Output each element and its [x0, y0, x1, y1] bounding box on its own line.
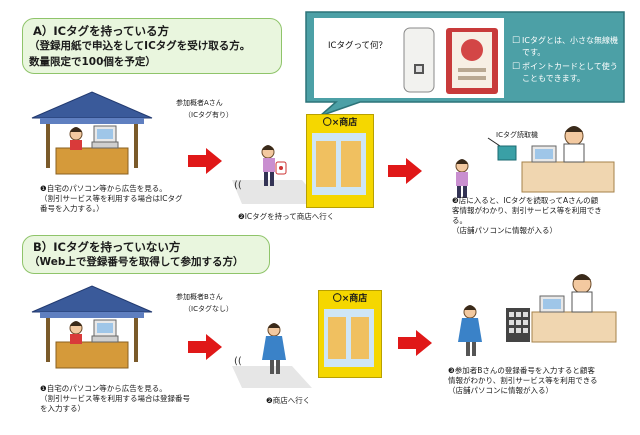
section-a-subtitle-1: （登録用紙で申込をしてICタグを受け取る方。 [29, 40, 251, 52]
store-computer-icon-b [539, 295, 565, 313]
store-counter-b [458, 274, 617, 356]
store-b-sign: 〇×商店 [332, 294, 368, 304]
section-b-subtitle: （Web上で登録番号を取得して参加する方） [29, 256, 244, 268]
participant-a-tag-status: （ICタグ有り） [184, 111, 233, 119]
step-a1-text: ❶自宅のパソコン等から広告を見る。 （割引サービス等を利用する場合はICタグ番号… [40, 184, 183, 213]
step-b1-text: ❶自宅のパソコン等から広告を見る。 （割引サービス等を利用する場合は登録番号を入… [40, 384, 190, 413]
callout-bullet-1: ICタグとは、小さな無線機です。 [522, 36, 618, 57]
person-a-walking-icon [261, 145, 275, 186]
arrow-b2 [398, 330, 432, 356]
walk-scene-a: (( [232, 145, 322, 204]
section-a-header: A）ICタグを持っている方 （登録用紙で申込をしてICタグを受け取る方。 数量限… [22, 18, 282, 74]
person-a-at-home-icon [69, 127, 83, 150]
store-counter-a [455, 126, 615, 198]
store-clerk-icon-b [571, 274, 593, 313]
person-b-at-home-icon [69, 321, 83, 344]
person-b-walking-icon [262, 323, 286, 374]
store-clerk-icon [563, 126, 585, 163]
store-a: 〇×商店 [306, 114, 374, 208]
bullet-2-marker: □ [512, 61, 520, 71]
point-card-icon [446, 28, 498, 94]
store-a-window [312, 133, 366, 195]
store-b: 〇×商店 [318, 290, 382, 378]
step-b3-text: ❸参加者Bさんの登録番号を入力すると顧客情報がわかり、割引サービス等を利用できる… [448, 366, 598, 395]
keypad-icon [506, 308, 530, 342]
person-b-in-store-icon [458, 305, 482, 356]
participant-a-name: 参加概者Aさん [176, 99, 223, 107]
ic-reader-icon [497, 145, 517, 161]
ic-tag-in-hand-icon [275, 161, 287, 175]
participant-b-tag-status: （ICタグなし） [184, 305, 233, 313]
computer-icon-b [91, 319, 119, 343]
store-b-window [324, 309, 374, 367]
callout-question: ICタグって何？ [328, 40, 387, 51]
arrow-b1 [188, 334, 222, 360]
store-a-sign: 〇×商店 [322, 118, 358, 128]
arrow-a2 [388, 158, 422, 184]
callout-bullet-2: ポイントカードとして使うこともできます。 [522, 62, 618, 83]
home-scene-a [31, 91, 153, 175]
store-computer-icon [531, 145, 557, 163]
ic-tag-callout: ICタグって何？ □ □ [305, 11, 625, 117]
step-a2-text: ❷ICタグを持って商店へ行く [238, 212, 335, 221]
home-scene-b [31, 285, 153, 369]
person-a-in-store-icon [455, 159, 469, 198]
motion-lines-b: (( [234, 356, 242, 367]
walk-scene-b: (( [232, 323, 312, 388]
ic-tag-device-icon [403, 27, 435, 93]
bullet-1-marker: □ [512, 35, 520, 45]
motion-lines-a: (( [234, 180, 242, 191]
reader-label: ICタグ読取機 [496, 131, 538, 139]
section-a-subtitle-2: 数量限定で100個を予定） [29, 56, 156, 68]
step-a3-text: ❸店に入ると、ICタグを読取ってAさんの顧客情報がわかり、割引サービス等を利用で… [452, 196, 602, 235]
section-b-header: B）ICタグを持っていない方 （Web上で登録番号を取得して参加する方） [22, 235, 270, 274]
computer-icon [91, 125, 119, 149]
step-b2-text: ❷商店へ行く [266, 396, 311, 405]
participant-b-name: 参加概者Bさん [176, 293, 223, 301]
section-a-title: A）ICタグを持っている方 [33, 24, 170, 38]
arrow-a1 [188, 148, 222, 174]
section-b-title: B）ICタグを持っていない方 [33, 240, 181, 254]
